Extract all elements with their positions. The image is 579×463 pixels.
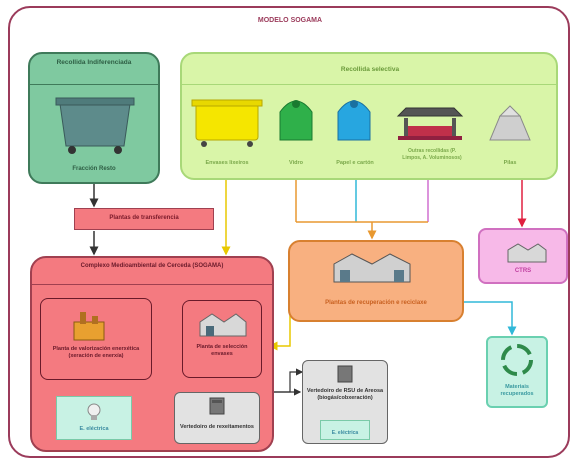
complex-title: Complexo Medioambiental de Cerceda (SOGA…	[80, 263, 224, 269]
selective-item-label: Vidro	[289, 160, 303, 166]
ctrs-label: CTRS	[514, 268, 532, 274]
external-landfill-label: Vertedoiro de RSU de Areosa (biogás/cobx…	[306, 388, 384, 401]
selective-item-label: Outras recollidas (P. Limpos, A. Volumin…	[402, 148, 462, 161]
undifferentiated-item-label: Fracción Resto	[72, 166, 116, 172]
valorization-plant-box	[40, 298, 152, 380]
selective-item-label: Pilas	[503, 160, 517, 166]
selective-title: Recollida selectiva	[340, 66, 400, 73]
external-electricity-box	[320, 420, 370, 440]
separation-plant-label: Planta de selección envases	[196, 344, 248, 357]
separation-plant-box	[182, 300, 262, 378]
recovered-materials-label: Materiais recuperados	[500, 384, 534, 397]
undifferentiated-title: Recollida Indiferenciada	[56, 59, 132, 66]
selective-divider	[182, 84, 556, 85]
external-electricity-label: E. eléctrica	[331, 430, 359, 436]
ctrs-box	[478, 228, 568, 284]
electricity-label: E. eléctrica	[79, 426, 109, 432]
transfer-plant-label: Plantas de transferencia	[109, 215, 179, 221]
undifferentiated-collection-box	[28, 52, 160, 184]
landfill-box	[174, 392, 260, 444]
diagram-title: MODELO SOGAMA	[257, 17, 323, 24]
diagram-frame	[8, 6, 570, 458]
valorization-plant-label: Planta de valorización enerxética (xerac…	[52, 346, 140, 359]
transfer-plant-box	[74, 208, 214, 230]
complex-divider	[32, 284, 272, 285]
recycling-plants-box	[288, 240, 464, 322]
selective-item-label: Envases lixeiros	[205, 160, 249, 166]
landfill-label: Vertedoiro de rexeitamentos	[180, 424, 254, 430]
recycling-plants-label: Plantas de recuperación e reciclaxe	[325, 300, 427, 306]
undifferentiated-divider	[30, 84, 158, 85]
selective-item-label: Papel e cartón	[336, 160, 374, 166]
electricity-box	[56, 396, 132, 440]
